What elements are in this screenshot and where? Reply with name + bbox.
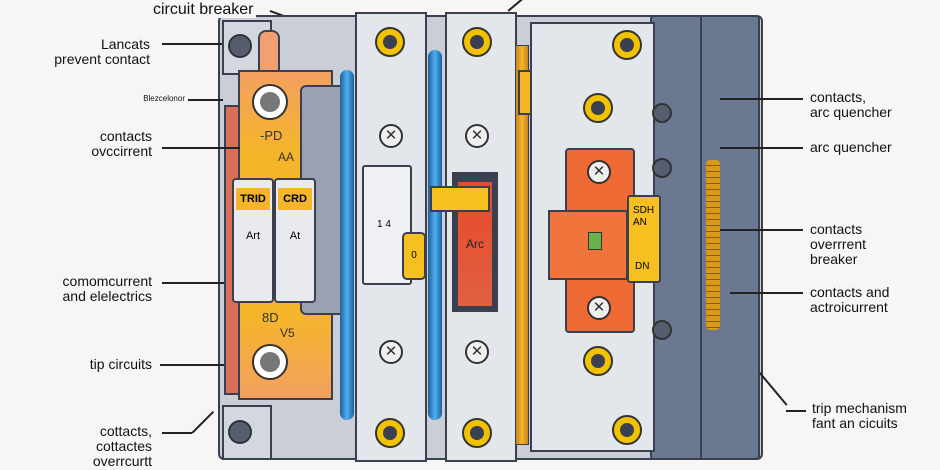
title-leader-line-2 bbox=[507, 0, 524, 12]
leader-line bbox=[162, 147, 240, 149]
blue-wire-left bbox=[340, 70, 354, 420]
leader-line bbox=[188, 99, 223, 101]
side-screw-icon bbox=[652, 158, 672, 178]
right-tab-bottom-label: DN bbox=[635, 261, 650, 272]
arc-chute-comb bbox=[706, 160, 720, 330]
leader-line bbox=[759, 372, 788, 406]
arc-tab bbox=[430, 186, 490, 212]
right-tab: SDH AN DN bbox=[627, 195, 661, 283]
callout-label: contacts overrrent breaker bbox=[810, 221, 867, 267]
callout-label: Lancats prevent contact bbox=[54, 36, 150, 67]
callout-label: contacts, arc quencher bbox=[810, 89, 892, 120]
cross-screw-icon: ✕ bbox=[465, 124, 489, 148]
side-screw-icon bbox=[652, 103, 672, 123]
callout-label: contacts ovccirrent bbox=[91, 128, 152, 159]
callout-label: contacts and actroicurrent bbox=[810, 284, 890, 315]
side-seam bbox=[700, 15, 702, 460]
callout-label: tip circuits bbox=[89, 356, 152, 372]
top-plate-marking: -PD bbox=[260, 128, 283, 143]
toggle-right-sub: At bbox=[289, 230, 301, 242]
terminal-screw-icon bbox=[462, 27, 492, 57]
terminal-screw-icon bbox=[583, 93, 613, 123]
terminal-screw-icon bbox=[375, 27, 405, 57]
terminal-screw-icon bbox=[583, 346, 613, 376]
callout-label: comomcurrent and elelectrics bbox=[62, 273, 153, 304]
top-plate-right-marking: AA bbox=[276, 150, 297, 164]
terminal-screw-icon bbox=[375, 418, 405, 448]
leader-line bbox=[720, 229, 803, 231]
cross-screw-icon: ✕ bbox=[587, 296, 611, 320]
leader-line bbox=[191, 411, 214, 434]
terminal-screw-icon bbox=[228, 34, 252, 58]
copper-rail bbox=[515, 45, 529, 445]
title-label: circuit breaker bbox=[150, 1, 257, 18]
terminal-screw-icon bbox=[612, 415, 642, 445]
toggle-right[interactable]: CRD At bbox=[274, 178, 316, 303]
terminal-screw-icon bbox=[612, 30, 642, 60]
toggle-left-sub: Art bbox=[245, 230, 261, 242]
leader-line bbox=[720, 147, 803, 149]
bottom-plate-right-marking: V5 bbox=[280, 326, 295, 340]
callout-label: cottacts, cottactes overrcurtt bbox=[92, 423, 152, 469]
callout-label: Blezcelonor bbox=[143, 94, 185, 103]
cross-screw-icon: ✕ bbox=[587, 160, 611, 184]
center-tab: 0 bbox=[402, 232, 426, 280]
leader-line bbox=[786, 410, 806, 412]
center-toggle-label: 1 4 bbox=[377, 219, 391, 230]
terminal-screw-icon bbox=[228, 420, 252, 444]
indicator-green bbox=[588, 232, 602, 250]
top-plate-screw-icon bbox=[252, 84, 288, 120]
callout-label: arc quencher bbox=[810, 139, 892, 155]
bottom-plate-marking: 8D bbox=[262, 310, 279, 325]
blue-wire-right bbox=[428, 50, 442, 420]
toggle-left-label: TRID bbox=[236, 188, 270, 210]
side-housing bbox=[650, 15, 760, 460]
toggle-left[interactable]: TRID Art bbox=[232, 178, 274, 303]
cross-screw-icon: ✕ bbox=[379, 340, 403, 364]
cross-screw-icon: ✕ bbox=[465, 340, 489, 364]
callout-label: trip mechanism fant an cicuits bbox=[812, 400, 907, 431]
leader-line bbox=[730, 292, 803, 294]
terminal-screw-icon bbox=[462, 418, 492, 448]
leader-line bbox=[162, 432, 192, 434]
right-tab-top-label: SDH AN bbox=[633, 205, 655, 228]
leader-line bbox=[720, 98, 803, 100]
bottom-plate-screw-icon bbox=[252, 344, 288, 380]
leader-line bbox=[162, 43, 222, 45]
trip-solenoid bbox=[548, 210, 628, 280]
side-screw-icon bbox=[652, 320, 672, 340]
leader-line bbox=[162, 282, 224, 284]
toggle-right-label: CRD bbox=[278, 188, 312, 210]
cross-screw-icon: ✕ bbox=[379, 124, 403, 148]
leader-line bbox=[160, 364, 224, 366]
